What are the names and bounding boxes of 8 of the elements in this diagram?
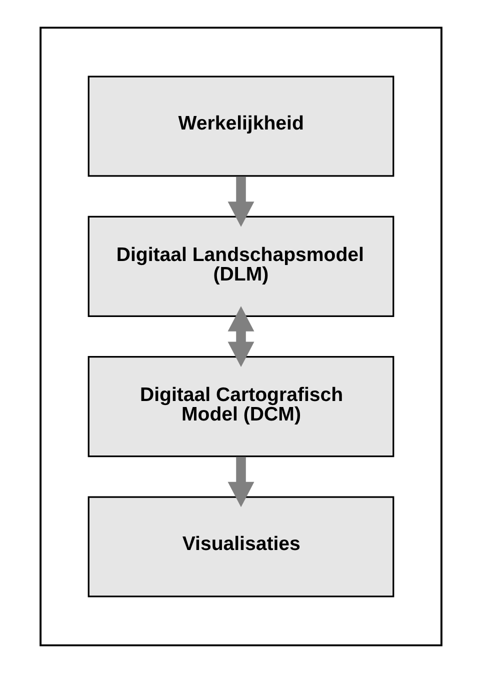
arrow bbox=[228, 456, 254, 508]
arrow bbox=[228, 176, 254, 227]
node-box: Werkelijkheid bbox=[88, 76, 394, 177]
node-box: Visualisaties bbox=[88, 496, 394, 598]
node-box: Digitaal Cartografisch Model (DCM) bbox=[88, 356, 394, 458]
arrow bbox=[228, 306, 254, 367]
cluster bbox=[40, 26, 442, 646]
node-box: Digitaal Landschapsmodel (DLM) bbox=[88, 216, 394, 317]
